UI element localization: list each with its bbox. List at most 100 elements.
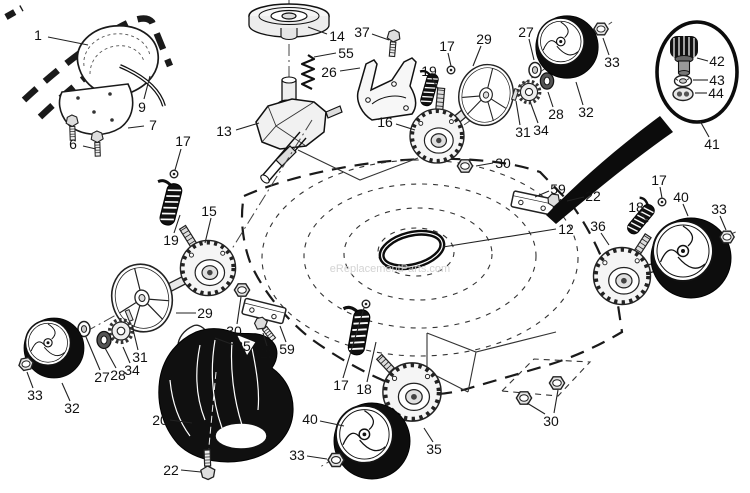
retainer-ring-17-bottom <box>361 299 371 309</box>
nut-33-top <box>593 22 609 36</box>
leader-line-36 <box>600 232 610 246</box>
callout-7: 7 <box>149 117 157 133</box>
leader-line-7 <box>127 125 145 129</box>
leader-line-55 <box>313 52 337 58</box>
leader-line-16 <box>395 123 416 131</box>
leader-line-42 <box>696 57 709 62</box>
leader-line-33 <box>602 37 610 56</box>
leader-line-27 <box>85 336 101 371</box>
nut-33-bottom <box>327 452 345 468</box>
retainer-ring-17-right <box>657 197 667 207</box>
spring-18-bottom <box>334 304 373 358</box>
washer-43 <box>673 74 693 88</box>
callout-31: 31 <box>132 349 148 365</box>
callout-17: 17 <box>651 172 667 188</box>
callout-17: 17 <box>439 38 455 54</box>
callout-32: 32 <box>64 400 80 416</box>
leader-line-14 <box>307 26 328 35</box>
callout-6: 6 <box>69 136 77 152</box>
callout-28: 28 <box>110 367 126 383</box>
leader-line-19 <box>173 214 181 234</box>
leader-line-17 <box>174 148 182 171</box>
callout-17: 17 <box>175 133 191 149</box>
nut-44 <box>672 86 694 102</box>
leader-line-18 <box>366 341 377 383</box>
clutch-spring <box>300 54 316 90</box>
callout-44: 44 <box>708 85 724 101</box>
magnifier-detail <box>546 20 739 224</box>
callout-29: 29 <box>197 305 213 321</box>
deck-center-boss <box>378 229 446 271</box>
leader-line-26 <box>339 67 361 72</box>
wheel-adjuster-15 <box>178 238 238 298</box>
callout-9: 9 <box>138 99 146 115</box>
callout-33: 33 <box>604 54 620 70</box>
leader-line-59 <box>279 325 287 343</box>
callout-36: 36 <box>590 218 606 234</box>
callout-26: 26 <box>321 64 337 80</box>
callout-34: 34 <box>533 122 549 138</box>
callout-33: 33 <box>711 201 727 217</box>
wheel-32-left <box>23 317 85 379</box>
leader-line-28 <box>547 91 554 108</box>
callout-15: 15 <box>201 203 217 219</box>
callout-30: 30 <box>543 413 559 429</box>
washer-27-top <box>528 61 542 79</box>
mulch-deflector <box>158 328 294 463</box>
callout-30: 30 <box>226 323 242 339</box>
leader-line-40 <box>319 420 345 427</box>
leader-line-15 <box>204 217 212 244</box>
leader-line-30 <box>526 402 546 415</box>
leader-line-31 <box>131 324 139 351</box>
callout-27: 27 <box>518 24 534 40</box>
wheel-adjuster-16 <box>408 107 466 165</box>
callout-41: 41 <box>704 136 720 152</box>
leader-line-17 <box>342 307 365 379</box>
leader-line-30 <box>475 162 494 167</box>
leader-line-33 <box>719 215 727 231</box>
nut-30-rear-a <box>515 391 533 405</box>
leader-line-13 <box>235 122 260 131</box>
leader-line-35 <box>423 427 434 443</box>
idler-bracket <box>356 57 417 121</box>
leader-line-30 <box>236 296 242 325</box>
leader-line-9 <box>143 75 151 100</box>
callout-22: 22 <box>260 345 276 361</box>
nut-30-rear-b <box>548 376 566 390</box>
bolt-6b <box>90 130 105 157</box>
callout-34: 34 <box>124 362 140 378</box>
callout-55: 55 <box>338 45 354 61</box>
callout-1: 1 <box>34 27 42 43</box>
leader-line-34 <box>530 103 539 124</box>
callout-27: 27 <box>94 369 110 385</box>
adjuster-16-stud <box>435 87 446 112</box>
callout-19: 19 <box>163 232 179 248</box>
callout-20: 20 <box>152 412 168 428</box>
leader-line-19 <box>431 77 439 90</box>
nut-33-right <box>719 230 735 244</box>
callout-13: 13 <box>216 123 232 139</box>
axis-left-upper <box>229 119 313 253</box>
nut-30-top <box>456 159 474 173</box>
leader-line-34 <box>122 346 131 364</box>
callout-40: 40 <box>673 189 689 205</box>
leader-line-32 <box>575 81 584 106</box>
leader-line-27 <box>528 38 535 61</box>
callout-18: 18 <box>628 199 644 215</box>
drive-shaft <box>260 131 307 184</box>
callout-29: 29 <box>476 31 492 47</box>
callout-14: 14 <box>329 28 345 44</box>
callout-31: 31 <box>515 124 531 140</box>
leader-line-59 <box>534 190 550 198</box>
leader-line-22 <box>262 332 268 347</box>
magnifier-tail <box>546 116 673 224</box>
cable <box>119 64 166 107</box>
leader-line-17 <box>447 52 452 67</box>
callout-40: 40 <box>302 411 318 427</box>
mower-deck-outline <box>240 149 624 397</box>
wheel-40-right <box>650 217 732 299</box>
washer-28-left <box>96 330 112 350</box>
leader-line-6 <box>82 145 97 150</box>
